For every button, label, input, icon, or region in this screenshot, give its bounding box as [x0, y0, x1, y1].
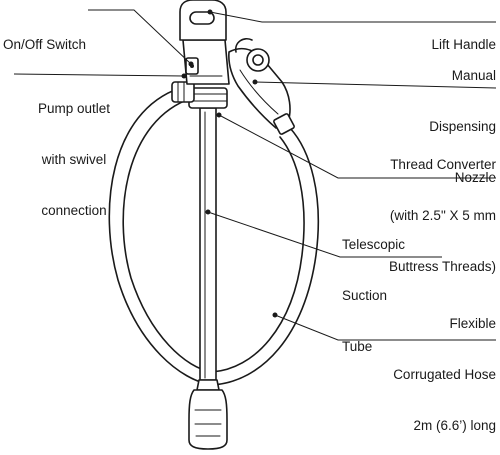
foot-filter: [188, 379, 228, 450]
label-line: Tube: [342, 339, 373, 354]
label-line: On/Off Switch: [3, 37, 87, 52]
label-line: 2m (6.6’) long: [413, 418, 496, 433]
label-line: Corrugated Hose: [393, 367, 496, 382]
label-pump-outlet: Pump outlet with swivel connection: [12, 66, 136, 253]
label-line: Buttress Threads): [388, 259, 496, 274]
lift-handle: [179, 0, 227, 41]
leader-dots: [181, 9, 278, 318]
label-line: Manual: [451, 68, 496, 83]
label-line: Telescopic: [342, 237, 406, 252]
label-line: (with 2.5" X 5 mm: [389, 208, 496, 223]
label-line: Lift Handle: [431, 37, 496, 52]
pump-outlet: [171, 81, 195, 103]
label-line: connection: [41, 203, 107, 218]
leader-lines: [13, 9, 497, 341]
label-corrugated-hose: Flexible Corrugated Hose 2m (6.6’) long: [345, 281, 496, 455]
label-suction-tube: Telescopic Suction Tube: [342, 202, 442, 389]
label-line: with swivel: [41, 152, 107, 167]
label-dispensing-nozzle: Manual Dispensing Nozzle: [400, 33, 496, 220]
label-lift-handle: Lift Handle: [392, 2, 496, 87]
label-line: Dispensing: [429, 119, 496, 134]
dispensing-nozzle: [228, 37, 295, 135]
suction-tube: [199, 107, 217, 381]
label-thread-converter: Thread Converter (with 2.5" X 5 mm Buttr…: [342, 122, 496, 309]
label-on-off-switch: On/Off Switch: [3, 2, 86, 87]
label-line: Pump outlet: [37, 101, 111, 116]
label-line: Flexible: [449, 316, 496, 331]
label-line: Suction: [342, 288, 388, 303]
label-line: Nozzle: [454, 170, 496, 185]
label-line: Thread Converter: [390, 157, 496, 172]
